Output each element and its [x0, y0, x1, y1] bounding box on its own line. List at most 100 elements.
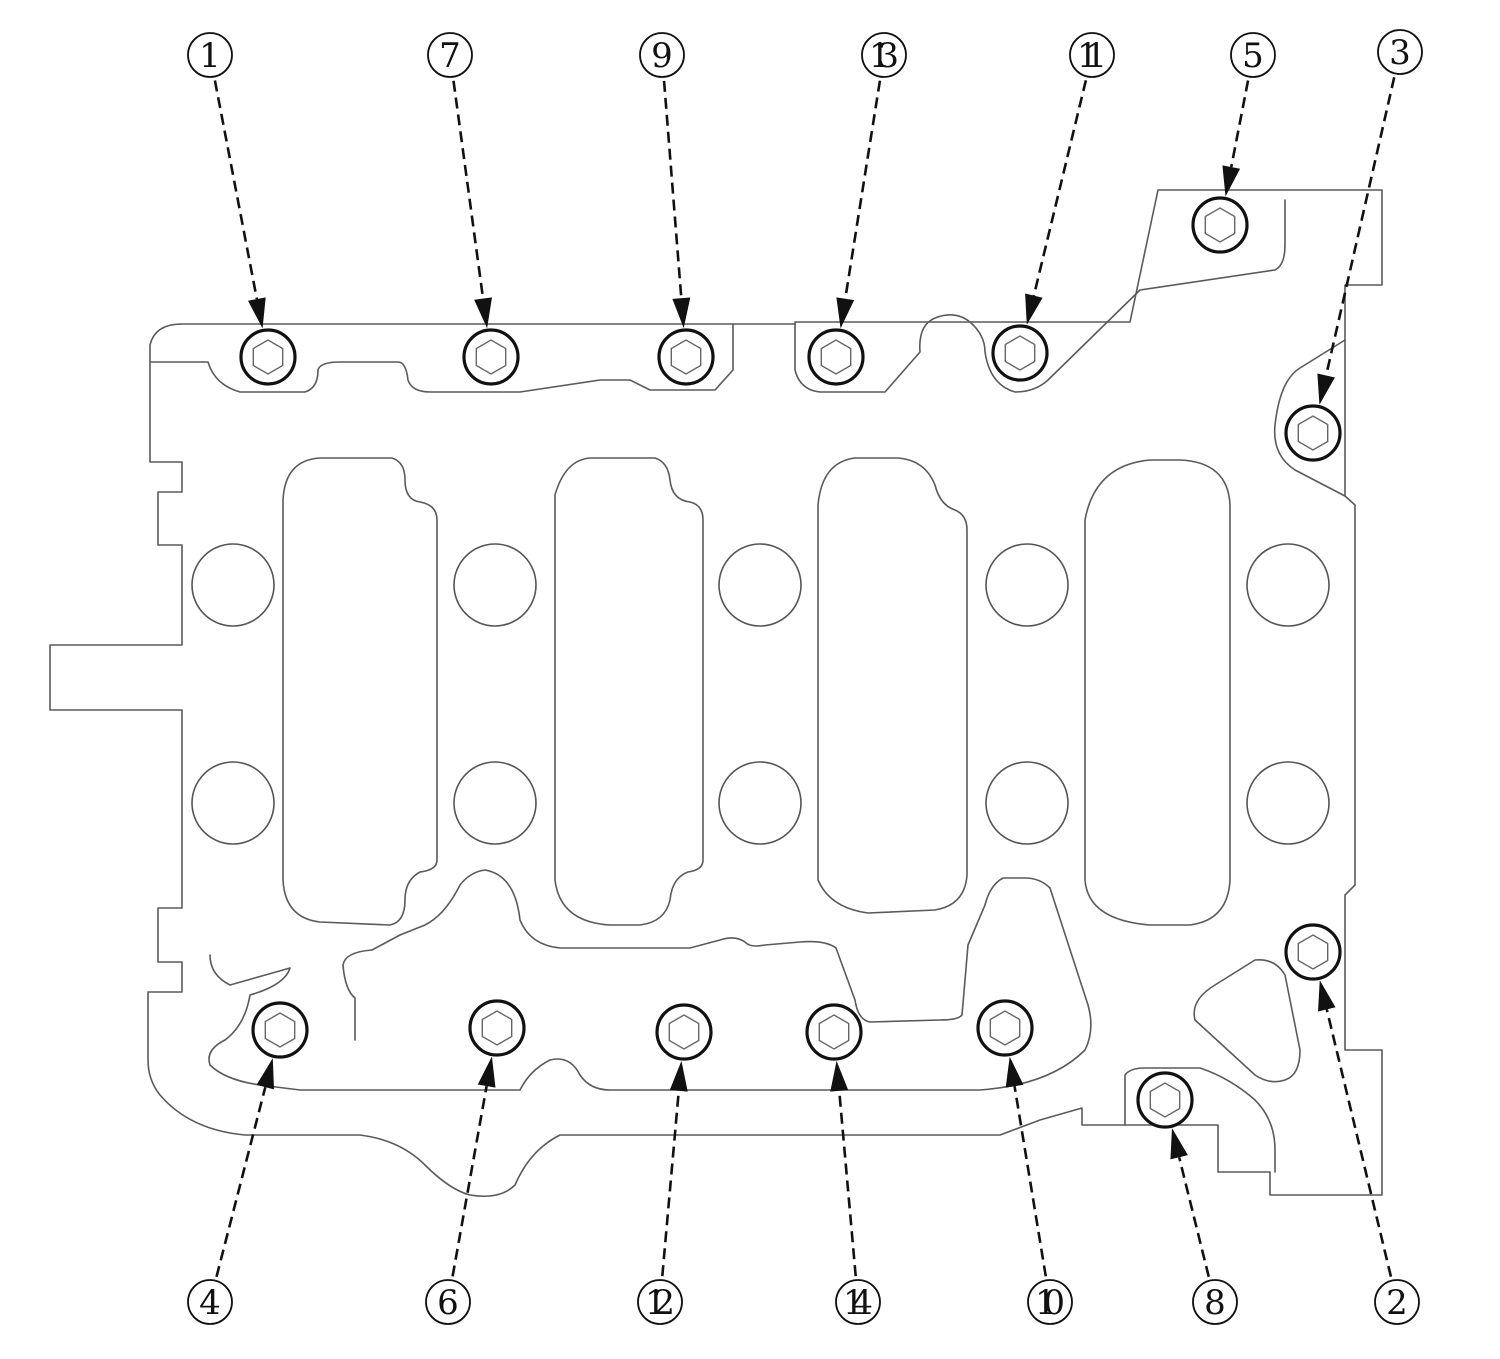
bore-top-4 [985, 543, 1069, 627]
callout-circle [1230, 32, 1276, 78]
callout-number: 12 [645, 1283, 675, 1323]
callout-circle [835, 1279, 881, 1325]
leader-line [1013, 1086, 1048, 1277]
hex-socket-icon [264, 1012, 296, 1048]
arrowhead-icon [1318, 980, 1336, 1012]
hex-socket-icon [989, 1010, 1021, 1046]
bore-bottom-3 [718, 761, 802, 845]
callout-circle [427, 32, 473, 78]
bolt-11: 11 [991, 32, 1115, 382]
hex-socket-icon [818, 1014, 850, 1050]
callout-circle [1377, 29, 1423, 75]
callout-number: 13 [869, 36, 899, 76]
bore-bottom-4 [985, 761, 1069, 845]
bolt-12: 12 [637, 1003, 713, 1325]
bearing-bores [191, 543, 1330, 845]
arrowhead-icon [256, 1058, 275, 1090]
block-outline [49, 189, 1383, 1198]
leader-line [452, 80, 485, 299]
block-outer-edge [49, 189, 1383, 1198]
bolt-3: 3 [1284, 29, 1423, 462]
leader-line [1177, 1156, 1211, 1278]
callout-circle [1374, 1279, 1420, 1325]
hex-socket-icon [820, 339, 852, 375]
callout-number: 10 [1035, 1283, 1065, 1323]
leader-line [661, 1090, 681, 1277]
callout-number: 3 [1389, 33, 1411, 73]
bolt-7: 7 [427, 32, 520, 386]
callout-number: 4 [199, 1283, 221, 1323]
bore-top-2 [453, 543, 537, 627]
bolt-14: 14 [805, 1003, 881, 1325]
callout-number: 1 [199, 36, 221, 76]
hex-socket-icon [1149, 1082, 1181, 1118]
arrowhead-icon [248, 297, 266, 329]
hex-socket-icon [670, 339, 702, 375]
arrowhead-icon [1005, 1056, 1024, 1088]
arrowhead-icon [474, 297, 492, 329]
bearing-bay-2 [554, 457, 704, 926]
callout-number: 5 [1242, 36, 1264, 76]
hex-socket-icon [481, 1010, 513, 1046]
bore-top-3 [718, 543, 802, 627]
bolt-6: 6 [425, 999, 526, 1325]
callout-number: 11 [1077, 36, 1107, 76]
bolt-5: 5 [1191, 32, 1276, 254]
callout-number: 14 [843, 1283, 873, 1323]
leader-line [1229, 80, 1250, 168]
callout-circle [637, 1279, 683, 1325]
arrowhead-icon [669, 1060, 688, 1092]
arrowhead-icon [1170, 1128, 1188, 1160]
callout-circle [187, 1279, 233, 1325]
hex-socket-icon [252, 339, 284, 375]
arrowhead-icon [672, 297, 691, 329]
bore-bottom-2 [453, 761, 537, 845]
hex-socket-icon [668, 1014, 700, 1050]
hex-socket-icon [1204, 207, 1236, 243]
bolt-13: 13 [807, 32, 907, 386]
upper-rail-right [794, 199, 1286, 393]
arrowhead-icon [830, 1060, 849, 1092]
arrowhead-icon [836, 297, 855, 329]
leader-line [837, 1090, 857, 1277]
bolt-layer: 1 7 9 13 11 5 3 4 6 12 14 10 8 2 [187, 29, 1423, 1325]
callout-number: 9 [651, 36, 673, 76]
bearing-bay-1 [282, 457, 438, 926]
bolt-1: 1 [187, 32, 297, 386]
bearing-bay-4 [1084, 459, 1231, 926]
callout-number: 7 [439, 36, 461, 76]
bearing-bay-3 [817, 457, 968, 914]
bolt-8: 8 [1136, 1071, 1238, 1325]
callout-circle [1027, 1279, 1073, 1325]
upper-rail [149, 323, 734, 393]
callout-circle [1192, 1279, 1238, 1325]
leader-line [1325, 1009, 1393, 1278]
bearing-bays [282, 457, 1231, 926]
callout-number: 8 [1204, 1283, 1226, 1323]
hex-socket-icon [1297, 415, 1329, 451]
bolt-10: 10 [976, 999, 1073, 1325]
bore-top-1 [191, 543, 275, 627]
right-edge [1273, 339, 1346, 497]
leader-line [451, 1085, 488, 1277]
bolt-2: 2 [1284, 923, 1420, 1325]
leader-line [1324, 77, 1396, 376]
bolt-9: 9 [639, 32, 715, 386]
callout-circle [425, 1279, 471, 1325]
arrowhead-icon [1222, 165, 1241, 197]
bore-top-5 [1246, 543, 1330, 627]
leader-line [1032, 79, 1088, 296]
arrowhead-icon [477, 1056, 496, 1088]
arrowhead-icon [1317, 373, 1335, 405]
callout-number: 2 [1386, 1283, 1408, 1323]
callout-number: 6 [437, 1283, 459, 1323]
callout-circle [187, 32, 233, 78]
leader-line [213, 80, 259, 300]
lower-rail [208, 869, 1092, 1091]
hex-socket-icon [1004, 335, 1036, 371]
leader-line [843, 80, 882, 299]
callout-circle [639, 32, 685, 78]
bore-bottom-1 [191, 761, 275, 845]
bolt-4: 4 [187, 1001, 309, 1325]
